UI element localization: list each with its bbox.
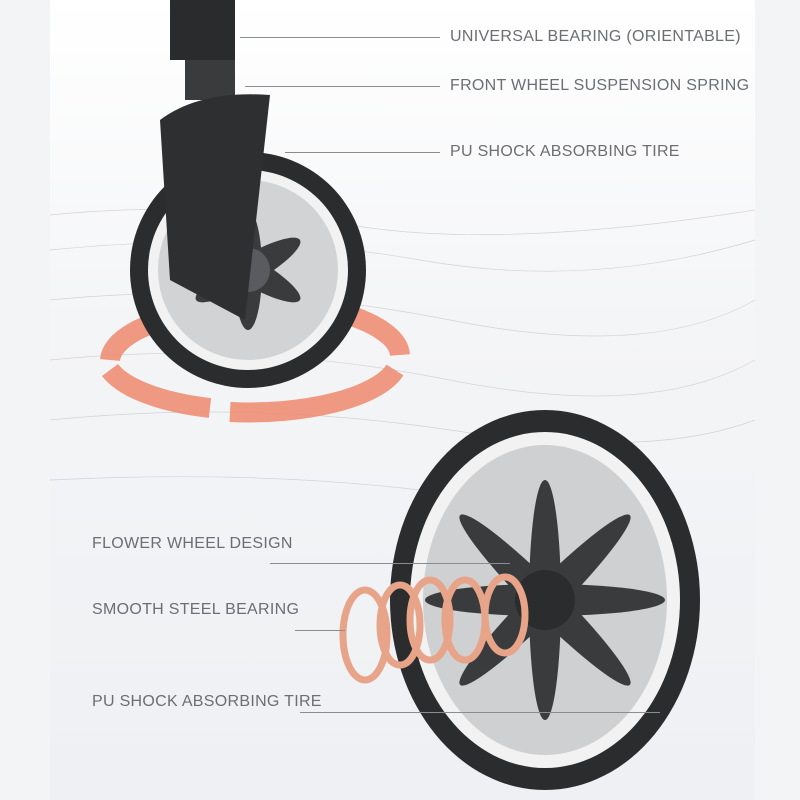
stem bbox=[170, 0, 235, 60]
callout-flower-wheel: FLOWER WHEEL DESIGN bbox=[92, 535, 293, 552]
callout-line bbox=[270, 563, 510, 564]
fork bbox=[160, 94, 270, 321]
callout-universal-bearing: UNIVERSAL BEARING (ORIENTABLE) bbox=[450, 28, 741, 45]
callout-steel-bearing: SMOOTH STEEL BEARING bbox=[92, 601, 300, 618]
callout-line bbox=[285, 152, 440, 153]
callout-pu-tire-bottom: PU SHOCK ABSORBING TIRE bbox=[92, 693, 322, 710]
callout-line bbox=[245, 86, 440, 87]
callout-line bbox=[240, 37, 440, 38]
callout-suspension-spring: FRONT WHEEL SUSPENSION SPRING bbox=[450, 77, 750, 94]
steel-bearing bbox=[339, 573, 529, 684]
rear-wheel bbox=[390, 410, 700, 790]
callout-line bbox=[295, 630, 345, 631]
callout-pu-tire-top: PU SHOCK ABSORBING TIRE bbox=[450, 143, 680, 160]
callout-line bbox=[300, 712, 660, 713]
